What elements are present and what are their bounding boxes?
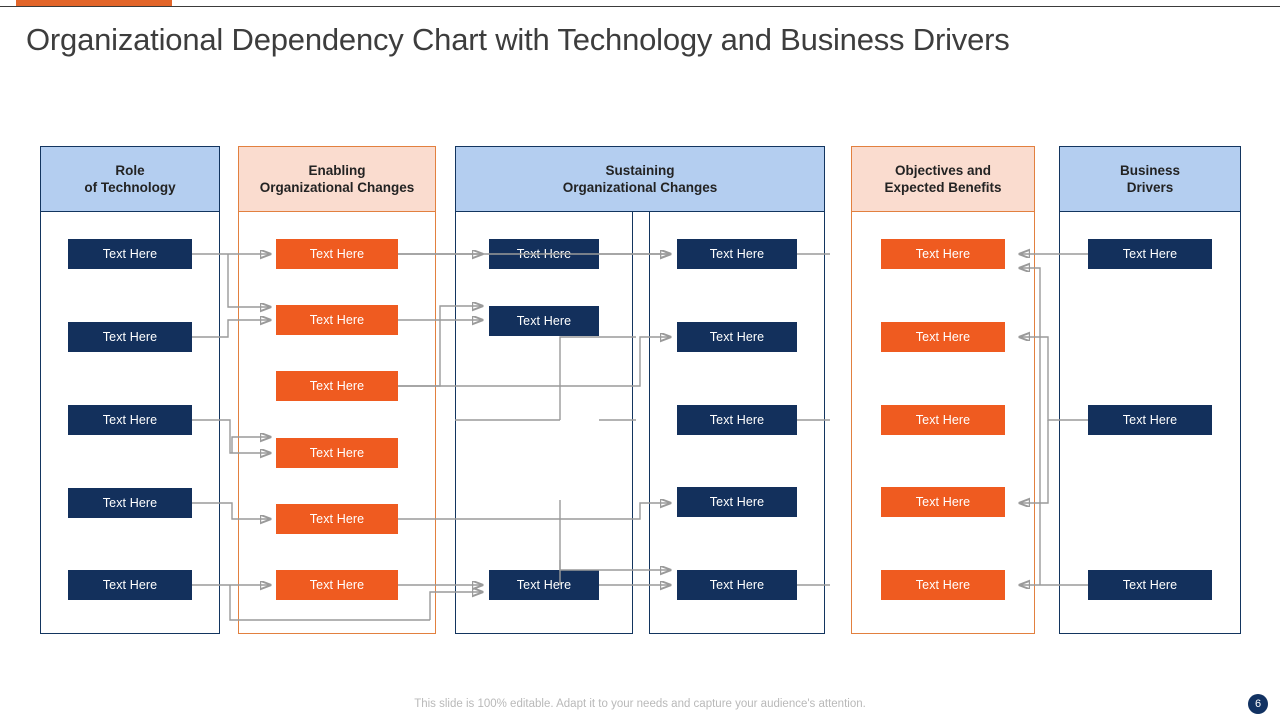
node-sustaining-right-1[interactable]: Text Here: [677, 239, 797, 269]
column-header-objectives-and-expected-benefits: Objectives and Expected Benefits: [851, 146, 1035, 212]
page-title: Organizational Dependency Chart with Tec…: [26, 22, 1010, 57]
node-label: Text Here: [709, 495, 765, 509]
node-label: Text Here: [915, 247, 971, 261]
node-label: Text Here: [709, 413, 765, 427]
node-objectives-5[interactable]: Text Here: [881, 570, 1005, 600]
node-objectives-2[interactable]: Text Here: [881, 322, 1005, 352]
node-label: Text Here: [102, 578, 158, 592]
node-label: Text Here: [1122, 413, 1178, 427]
column-frame-objectives-and-expected-benefits: [851, 146, 1035, 634]
node-label: Text Here: [1122, 247, 1178, 261]
column-header-enabling-organizational-changes: Enabling Organizational Changes: [238, 146, 436, 212]
node-enabling-6[interactable]: Text Here: [276, 570, 398, 600]
node-label: Text Here: [516, 247, 572, 261]
column-header-line2: Organizational Changes: [259, 180, 415, 195]
node-label: Text Here: [309, 512, 365, 526]
column-frame-sustaining-right: [649, 211, 825, 634]
node-sustaining-right-5[interactable]: Text Here: [677, 570, 797, 600]
column-header-line1: Role: [115, 162, 145, 178]
column-header-line1: Sustaining: [605, 162, 675, 178]
node-objectives-1[interactable]: Text Here: [881, 239, 1005, 269]
node-business-drivers-3[interactable]: Text Here: [1088, 570, 1212, 600]
column-frame-business-drivers: [1059, 146, 1241, 634]
node-sustaining-right-2[interactable]: Text Here: [677, 322, 797, 352]
column-header-line2: of Technology: [84, 180, 176, 195]
footer-note: This slide is 100% editable. Adapt it to…: [414, 698, 866, 710]
column-header-line2: Organizational Changes: [562, 180, 718, 195]
node-sustaining-left-2[interactable]: Text Here: [489, 306, 599, 336]
node-enabling-2[interactable]: Text Here: [276, 305, 398, 335]
node-sustaining-left-1[interactable]: Text Here: [489, 239, 599, 269]
node-role-of-technology-5[interactable]: Text Here: [68, 570, 192, 600]
node-label: Text Here: [102, 247, 158, 261]
node-business-drivers-1[interactable]: Text Here: [1088, 239, 1212, 269]
column-header-line1: Business: [1119, 162, 1181, 178]
node-label: Text Here: [915, 413, 971, 427]
column-header-line2: Drivers: [1126, 180, 1174, 195]
node-enabling-5[interactable]: Text Here: [276, 504, 398, 534]
node-label: Text Here: [309, 313, 365, 327]
column-header-business-drivers: Business Drivers: [1059, 146, 1241, 212]
node-label: Text Here: [915, 330, 971, 344]
node-label: Text Here: [709, 330, 765, 344]
column-header-line1: Enabling: [308, 162, 366, 178]
node-objectives-3[interactable]: Text Here: [881, 405, 1005, 435]
node-label: Text Here: [102, 330, 158, 344]
node-label: Text Here: [309, 247, 365, 261]
column-header-line1: Objectives and: [894, 162, 992, 178]
node-enabling-4[interactable]: Text Here: [276, 438, 398, 468]
top-accent-bar: [16, 0, 172, 6]
node-label: Text Here: [102, 413, 158, 427]
node-sustaining-left-3[interactable]: Text Here: [489, 570, 599, 600]
column-header-role-of-technology: Role of Technology: [40, 146, 220, 212]
column-header-line2: Expected Benefits: [884, 180, 1002, 195]
node-label: Text Here: [309, 578, 365, 592]
node-label: Text Here: [709, 247, 765, 261]
node-role-of-technology-2[interactable]: Text Here: [68, 322, 192, 352]
node-business-drivers-2[interactable]: Text Here: [1088, 405, 1212, 435]
column-header-sustaining-organizational-changes: Sustaining Organizational Changes: [455, 146, 825, 212]
node-label: Text Here: [309, 446, 365, 460]
column-frame-sustaining-left: [455, 211, 633, 634]
node-enabling-1[interactable]: Text Here: [276, 239, 398, 269]
node-label: Text Here: [1122, 578, 1178, 592]
node-label: Text Here: [516, 578, 572, 592]
node-role-of-technology-1[interactable]: Text Here: [68, 239, 192, 269]
node-role-of-technology-3[interactable]: Text Here: [68, 405, 192, 435]
page-number-badge: 6: [1248, 694, 1268, 714]
node-label: Text Here: [309, 379, 365, 393]
node-enabling-3[interactable]: Text Here: [276, 371, 398, 401]
node-label: Text Here: [915, 495, 971, 509]
node-label: Text Here: [709, 578, 765, 592]
node-label: Text Here: [516, 314, 572, 328]
node-label: Text Here: [915, 578, 971, 592]
top-divider-line: [0, 6, 1280, 7]
node-label: Text Here: [102, 496, 158, 510]
node-objectives-4[interactable]: Text Here: [881, 487, 1005, 517]
column-frame-role-of-technology: [40, 146, 220, 634]
node-sustaining-right-3[interactable]: Text Here: [677, 405, 797, 435]
node-sustaining-right-4[interactable]: Text Here: [677, 487, 797, 517]
node-role-of-technology-4[interactable]: Text Here: [68, 488, 192, 518]
